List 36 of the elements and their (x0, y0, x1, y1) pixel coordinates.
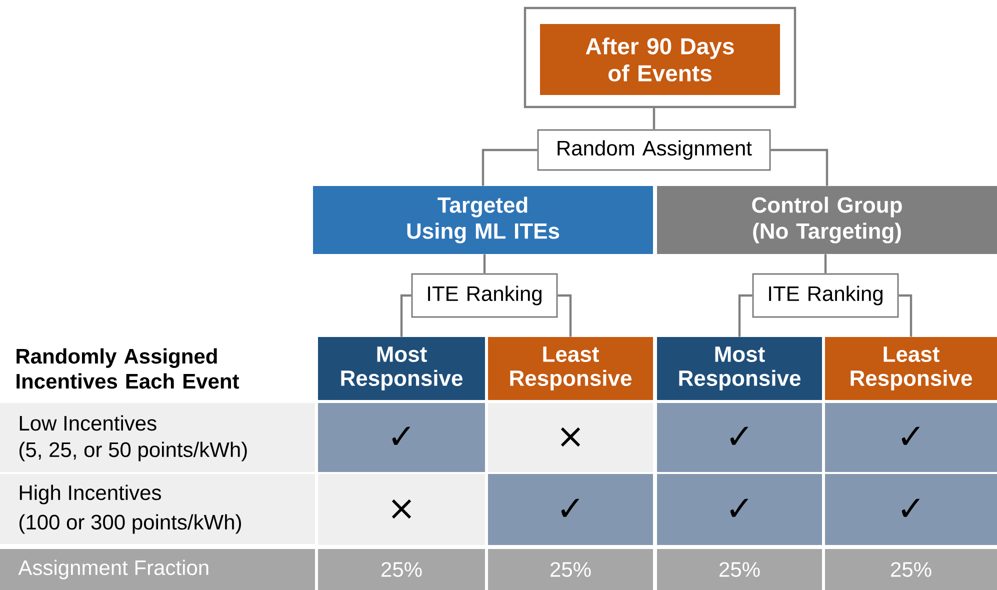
table-cell: 25% (318, 549, 485, 590)
label-box: Random Assignment (537, 129, 771, 171)
table-cell: Assignment Fraction (0, 549, 315, 590)
table-header: Randomly Assigned Incentives Each Event (16, 348, 240, 389)
table-cell: 25% (657, 549, 822, 590)
connector (898, 294, 912, 337)
connector (824, 254, 827, 274)
row-label: (100 or 300 points/kWh) (20, 514, 241, 534)
column-header: Least Responsive (825, 337, 997, 400)
connector (738, 294, 752, 337)
connector (558, 294, 572, 337)
table-cell: ✓ (657, 403, 822, 472)
title-box: After 90 Days of Events (540, 24, 780, 95)
connector (652, 108, 656, 130)
table-cell: ✓ (488, 474, 653, 545)
column-header: Most Responsive (318, 337, 485, 400)
table-cell: × (318, 474, 485, 545)
table-cell: ✓ (318, 403, 485, 472)
column-header: Least Responsive (488, 337, 653, 400)
connector (400, 294, 412, 337)
row-label: (5, 25, or 50 points/kWh) (20, 442, 247, 462)
table-cell: ✓ (825, 403, 997, 472)
table-cell: 25% (488, 549, 653, 590)
table-cell: 25% (825, 549, 997, 590)
table-cell: ✓ (657, 474, 822, 545)
group-box: Targeted Using ML ITEs (313, 186, 653, 254)
connector (482, 148, 538, 186)
connector (770, 148, 828, 186)
label-box: ITE Ranking (752, 273, 899, 318)
table-cell: ✓ (825, 474, 997, 545)
title-frame (524, 6, 796, 108)
connector (483, 254, 486, 274)
table-cell: × (488, 403, 653, 472)
group-box: Control Group (No Targeting) (657, 186, 997, 254)
column-header: Most Responsive (657, 337, 822, 400)
label-box: ITE Ranking (411, 273, 558, 318)
